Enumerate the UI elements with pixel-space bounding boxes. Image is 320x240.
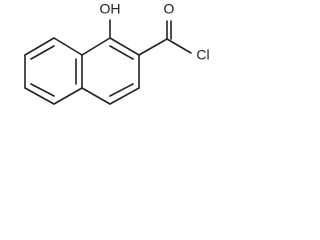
left-ring <box>24 37 83 105</box>
double-bond-left-bottom <box>30 83 55 97</box>
chlorine-bond <box>166 38 192 54</box>
bond-left-ring-5 <box>24 87 55 105</box>
carbonyl-carbon-bond <box>138 38 168 56</box>
carbonyl-oxygen-label: O <box>164 1 175 17</box>
bond-left-ring-1 <box>24 37 55 56</box>
bond-right-ring-5 <box>81 87 111 105</box>
double-bond-right-top <box>109 45 134 60</box>
bond-left-ring-2 <box>53 37 83 56</box>
double-bond-right-bottom <box>109 83 134 97</box>
bond-right-ring-1 <box>81 37 111 56</box>
chlorine-label: Cl <box>196 47 209 63</box>
bond-left-ring-4 <box>53 87 83 105</box>
bond-right-ring-4 <box>109 87 140 105</box>
right-ring <box>81 37 140 105</box>
hydroxyl-label: OH <box>100 1 121 17</box>
double-bond-left-top <box>30 45 55 60</box>
substituents: OH O Cl <box>100 1 210 63</box>
bond-right-ring-2 <box>109 37 140 56</box>
chemical-structure-diagram: OH O Cl <box>24 1 210 105</box>
